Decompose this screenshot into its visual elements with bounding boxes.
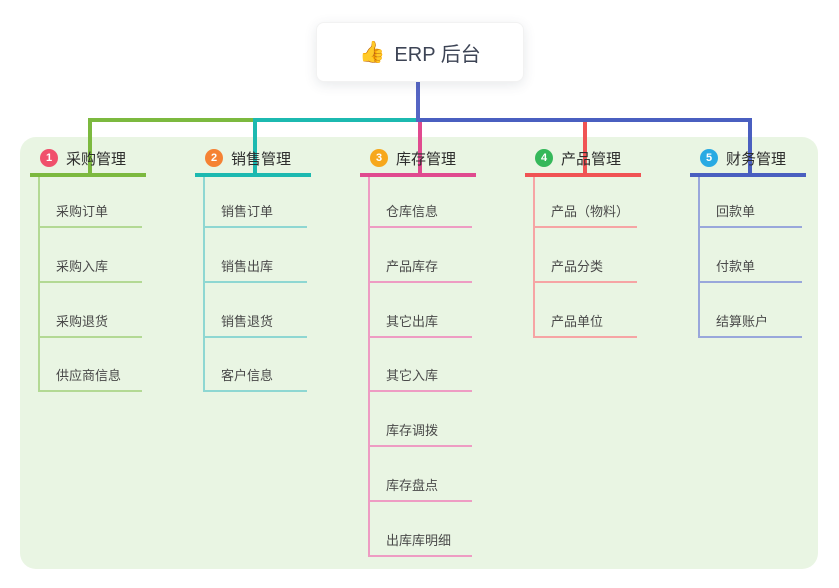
leaf-underline [203,280,307,283]
connector-drop-branch-2 [253,118,257,173]
leaf-node[interactable]: 销售订单 [221,204,274,219]
leaf-node[interactable]: 其它出库 [386,313,439,329]
leaf-underline [698,280,802,283]
branch-node-2[interactable]: 2 销售管理 [205,147,291,169]
branch-node-5[interactable]: 5 财务管理 [700,147,786,169]
branch-node-label: 财务管理 [726,150,787,168]
connector-root-stem [416,82,420,122]
leaf-underline [698,226,802,228]
branch-node-label: 库存管理 [396,150,457,168]
leaf-underline [368,226,472,228]
leaf-node[interactable]: 仓库信息 [386,204,439,219]
leaf-node[interactable]: 出库库明细 [386,532,452,548]
root-node[interactable]: 👍 ERP 后台 [316,22,524,82]
connector-drop-branch-4 [583,118,587,173]
branch-underline-5 [690,173,806,177]
leaf-underline [203,226,307,228]
leaf-underline [368,554,472,557]
root-node-label: ERP 后台 [394,43,481,66]
leaf-underline [368,390,472,393]
leaf-node[interactable]: 其它入库 [386,368,439,384]
leaf-underline [38,390,142,393]
subtree-line [203,177,205,393]
branch-underline-2 [195,173,311,177]
branch-number-badge: 2 [205,149,223,167]
branch-underline-1 [30,173,146,177]
branch-node-3[interactable]: 3 库存管理 [370,147,456,169]
branch-underline-4 [525,173,641,177]
leaf-underline [533,226,637,228]
branch-node-label: 产品管理 [561,150,622,168]
leaf-node[interactable]: 销售出库 [221,258,274,274]
branch-node-4[interactable]: 4 产品管理 [535,147,621,169]
leaf-underline [368,335,472,338]
subtree-line [368,177,370,557]
connector-horizontal-right [418,118,752,122]
leaf-underline [533,280,637,283]
thumbs-up-icon: 👍 [359,40,386,64]
branch-node-1[interactable]: 1 采购管理 [40,147,126,169]
branch-number-badge: 5 [700,149,718,167]
leaf-node[interactable]: 产品（物料） [551,204,630,219]
leaf-underline [533,335,637,338]
leaf-node[interactable]: 结算账户 [716,313,769,329]
leaf-node[interactable]: 产品库存 [386,258,439,274]
leaf-node[interactable]: 产品分类 [551,258,604,274]
branch-number-badge: 3 [370,149,388,167]
connector-drop-branch-3 [418,118,422,173]
leaf-underline [368,500,472,502]
branch-number-badge: 1 [40,149,58,167]
leaf-underline [698,335,802,338]
connector-drop-branch-5 [748,118,752,173]
leaf-underline [368,280,472,283]
leaf-node[interactable]: 采购订单 [56,204,109,219]
branch-number-badge: 4 [535,149,553,167]
leaf-node[interactable]: 客户信息 [221,368,274,384]
leaf-node[interactable]: 销售退货 [221,313,274,329]
leaf-underline [38,335,142,338]
leaf-node[interactable]: 库存调拨 [386,423,439,439]
mindmap-background-panel [20,137,818,569]
branch-node-label: 采购管理 [66,150,127,168]
connector-horizontal-mid [253,118,418,122]
leaf-underline [203,390,307,393]
leaf-node[interactable]: 回款单 [716,204,756,219]
leaf-node[interactable]: 采购退货 [56,313,109,329]
branch-underline-3 [360,173,476,177]
leaf-node[interactable]: 采购入库 [56,258,109,274]
connector-drop-branch-1 [88,118,92,173]
leaf-node[interactable]: 库存盘点 [386,478,439,493]
leaf-underline [38,226,142,228]
connector-horizontal-left [88,118,253,122]
subtree-line [38,177,40,393]
subtree-line [698,177,700,338]
leaf-node[interactable]: 供应商信息 [56,368,122,384]
leaf-node[interactable]: 产品单位 [551,313,604,329]
leaf-underline [38,280,142,283]
leaf-underline [203,335,307,338]
branch-node-label: 销售管理 [231,150,292,168]
leaf-node[interactable]: 付款单 [716,258,756,274]
leaf-underline [368,445,472,448]
subtree-line [533,177,535,338]
